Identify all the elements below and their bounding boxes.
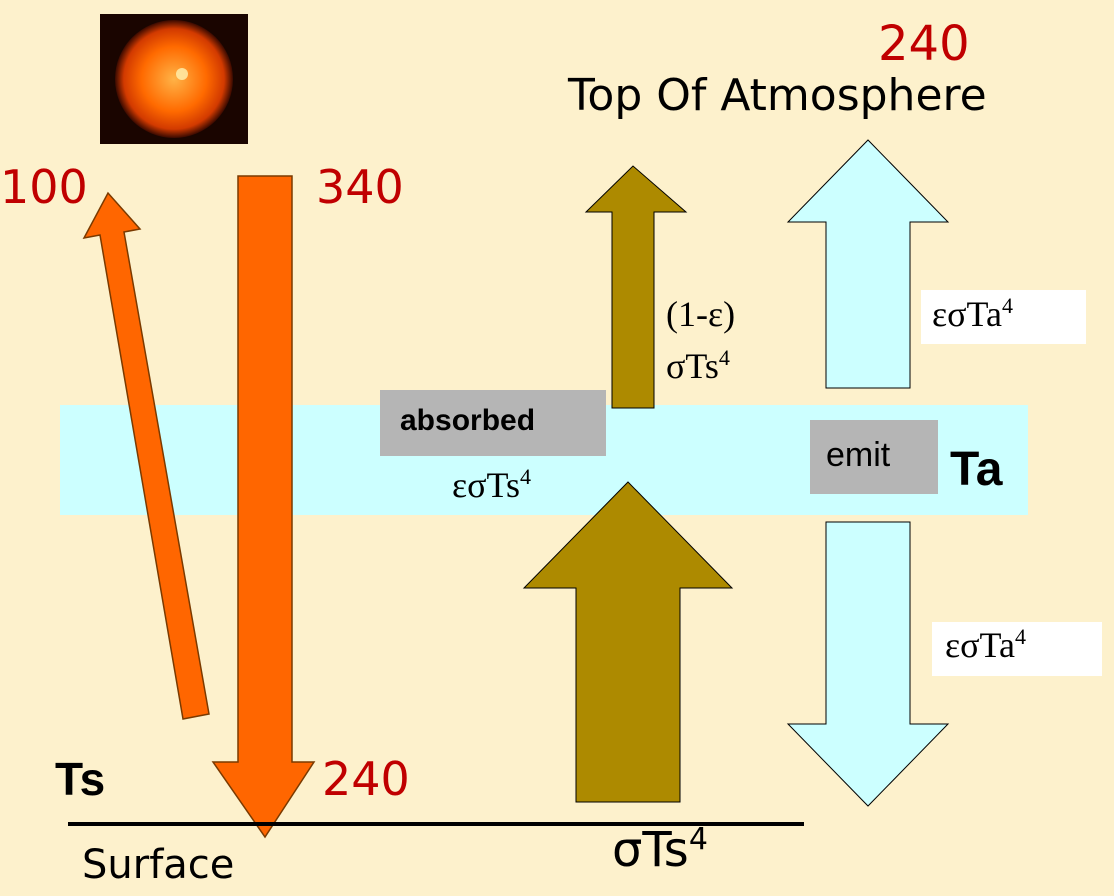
transmitted-line2-exp: 4 bbox=[718, 345, 730, 370]
atmos-up-emit-text: εσTa bbox=[932, 294, 1002, 334]
absorbed-surface-value: 240 bbox=[322, 752, 410, 806]
reflected-solar-value: 100 bbox=[0, 160, 88, 214]
atmos-up-arrow bbox=[786, 139, 950, 389]
surface-emission-label: σTs4 bbox=[612, 822, 708, 878]
transmitted-ir-arrow bbox=[584, 165, 688, 409]
atmos-down-emit-exp: 4 bbox=[1014, 624, 1026, 649]
atmos-down-emit-label: εσTa4 bbox=[945, 624, 1026, 666]
surface-emission-arrow bbox=[522, 481, 734, 803]
atmos-down-emit-text: εσTa bbox=[945, 625, 1015, 665]
atmos-up-emit-label: εσTa4 bbox=[932, 293, 1013, 335]
incoming-solar-arrow bbox=[211, 175, 316, 839]
emit-label: emit bbox=[826, 436, 891, 474]
atmos-down-arrow bbox=[786, 521, 950, 807]
atmos-temp-label: Ta bbox=[950, 443, 1003, 496]
incoming-solar-value: 340 bbox=[316, 160, 404, 214]
absorbed-expr-text: εσTs bbox=[452, 465, 521, 505]
toa-label: Top Of Atmosphere bbox=[568, 70, 987, 121]
absorbed-box bbox=[380, 390, 606, 456]
toa-value: 240 bbox=[878, 16, 970, 72]
surface-emission-text: σTs bbox=[612, 822, 689, 878]
absorbed-label: absorbed bbox=[400, 404, 536, 437]
absorbed-expr-exp: 4 bbox=[520, 464, 532, 489]
surface-emission-exp: 4 bbox=[688, 822, 708, 857]
surface-label: Surface bbox=[82, 842, 235, 888]
transmitted-line2: σTs4 bbox=[666, 345, 730, 387]
sun-image bbox=[100, 14, 248, 144]
atmos-down-emit-box bbox=[932, 622, 1102, 676]
surface-temp-label: Ts bbox=[55, 753, 106, 805]
atmos-up-emit-exp: 4 bbox=[1001, 293, 1013, 318]
atmos-up-emit-box bbox=[921, 290, 1086, 344]
transmitted-line2-text: σTs bbox=[666, 346, 719, 386]
transmitted-line1: (1-ε) bbox=[666, 294, 736, 334]
absorbed-expr: εσTs4 bbox=[452, 464, 531, 506]
emit-box bbox=[810, 420, 938, 494]
reflected-solar-arrow bbox=[82, 191, 210, 720]
